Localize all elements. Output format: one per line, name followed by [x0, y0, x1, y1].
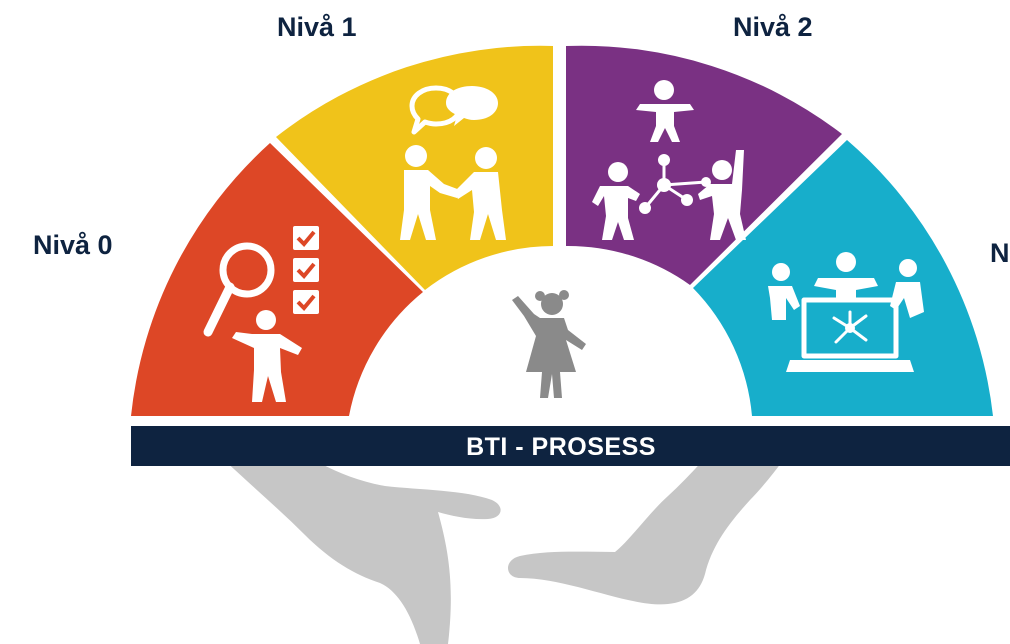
- process-bar: BTI - PROSESS: [131, 426, 1010, 466]
- meeting-laptop-icon: [768, 252, 924, 372]
- level-0-label: Nivå 0: [33, 230, 113, 260]
- level-1-label: Nivå 1: [277, 12, 357, 42]
- right-hand-icon: [507, 426, 810, 605]
- process-bar-label: BTI - PROSESS: [466, 433, 656, 461]
- child-icon: [512, 290, 586, 398]
- segment-level-0: [131, 143, 423, 416]
- left-hand-icon: [190, 426, 501, 644]
- checklist-icon: [293, 226, 319, 314]
- supporting-hands-icon: [190, 426, 810, 644]
- process-fan: [131, 45, 993, 416]
- level-3-label: Nivå 3: [990, 238, 1010, 268]
- magnifier-checklist-person-icon: [203, 226, 319, 402]
- level-2-label: Nivå 2: [733, 12, 813, 42]
- segment-level-2: [566, 45, 842, 286]
- network-three-people-icon: [592, 80, 746, 240]
- two-people-speech-bubbles-icon: [400, 85, 506, 240]
